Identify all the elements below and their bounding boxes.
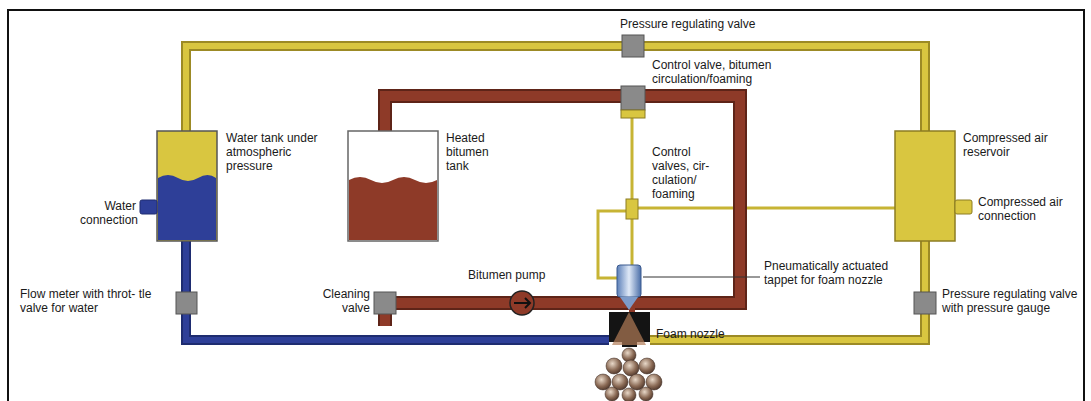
pump-label: Bitumen pump	[468, 268, 545, 282]
tank-label: Heated bitumen tank	[446, 131, 506, 173]
tank-label: Water tank under atmospheric pressure	[226, 131, 334, 173]
connection-label: Water connection	[80, 199, 136, 227]
valve-label: Control valves, cir- culation/ foaming	[652, 145, 718, 201]
tank-label: Compressed air reservoir	[963, 131, 1053, 159]
valve-label: Pressure regulating valve	[620, 17, 755, 31]
valve-label: Control valve, bitumen circulation/foami…	[652, 58, 802, 86]
valve-label: Cleaning valve	[306, 287, 370, 315]
tappet-label: Pneumatically actuated tappet for foam n…	[764, 259, 904, 287]
meter-label: Flow meter with throt- tle valve for wat…	[20, 287, 170, 315]
valve-label: Pressure regulating valve with pressure …	[942, 287, 1082, 315]
connection-label: Compressed air connection	[978, 195, 1083, 223]
nozzle-label: Foam nozzle	[656, 327, 725, 341]
